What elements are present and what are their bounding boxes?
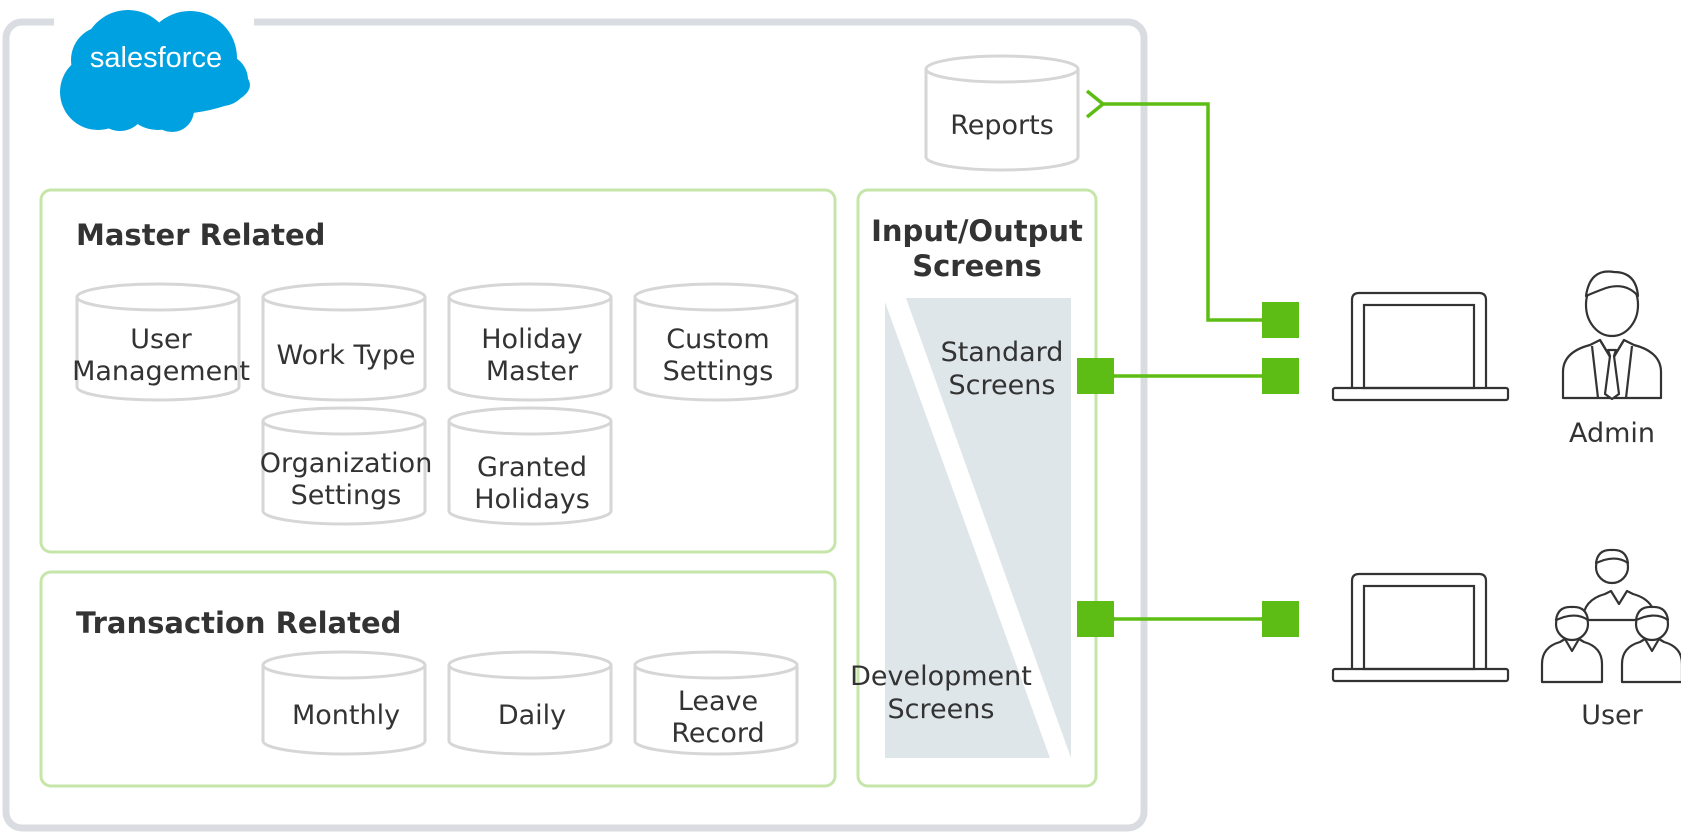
io-screens-title: Input/Output Screens: [871, 214, 1083, 283]
user-laptop-icon: [1331, 572, 1510, 683]
organization-settings-db: Organization Settings: [259, 448, 433, 511]
work-type-db: Work Type: [276, 340, 416, 371]
master-related-title: Master Related: [76, 218, 326, 252]
custom-settings-cylinder: [633, 282, 799, 402]
leave-record-cylinder: [633, 650, 799, 756]
development-screens-label: Development Screens: [850, 661, 1032, 725]
admin-laptop-icon: [1331, 291, 1510, 402]
reports-label: Reports: [950, 110, 1054, 141]
salesforce-logo-text: salesforce: [89, 42, 223, 74]
daily-db: Daily: [497, 700, 567, 731]
work-type-cylinder: [261, 282, 427, 402]
monthly-db: Monthly: [291, 700, 401, 731]
io-screens-panel: [856, 188, 1098, 788]
user-group-icon: [1540, 548, 1681, 684]
admin-person-icon: [1561, 270, 1663, 401]
transaction-related-title: Transaction Related: [76, 606, 402, 640]
user-management-db: User Management: [72, 324, 250, 387]
standard-screens-label: Standard Screens: [940, 337, 1064, 401]
admin-label: Admin: [1568, 418, 1656, 449]
port-development: [1077, 601, 1114, 637]
screens-graphic: [885, 298, 1071, 758]
organization-settings-cylinder: [261, 406, 427, 526]
salesforce-logo: [60, 10, 250, 132]
transaction-related-panel: [39, 570, 837, 788]
custom-settings-db: Custom Settings: [662, 324, 774, 387]
granted-holidays-cylinder: [447, 406, 613, 526]
granted-holidays-db: Granted Holidays: [474, 452, 590, 515]
user-management-cylinder: [75, 282, 241, 402]
daily-cylinder: [447, 650, 613, 756]
holiday-master-db: Holiday Master: [481, 324, 583, 387]
connector-reports-admin: [1103, 104, 1262, 320]
monthly-cylinder: [261, 650, 427, 756]
master-related-panel: [39, 188, 837, 554]
port-admin-standard: [1262, 358, 1299, 394]
port-standard: [1077, 358, 1114, 394]
port-user-development: [1262, 601, 1299, 637]
leave-record-db: Leave Record: [671, 686, 765, 749]
salesforce-container: [2, 18, 1148, 832]
holiday-master-cylinder: [447, 282, 613, 402]
user-label: User: [1581, 700, 1643, 731]
reports-cylinder: [924, 54, 1080, 172]
port-admin-reports: [1262, 302, 1299, 338]
